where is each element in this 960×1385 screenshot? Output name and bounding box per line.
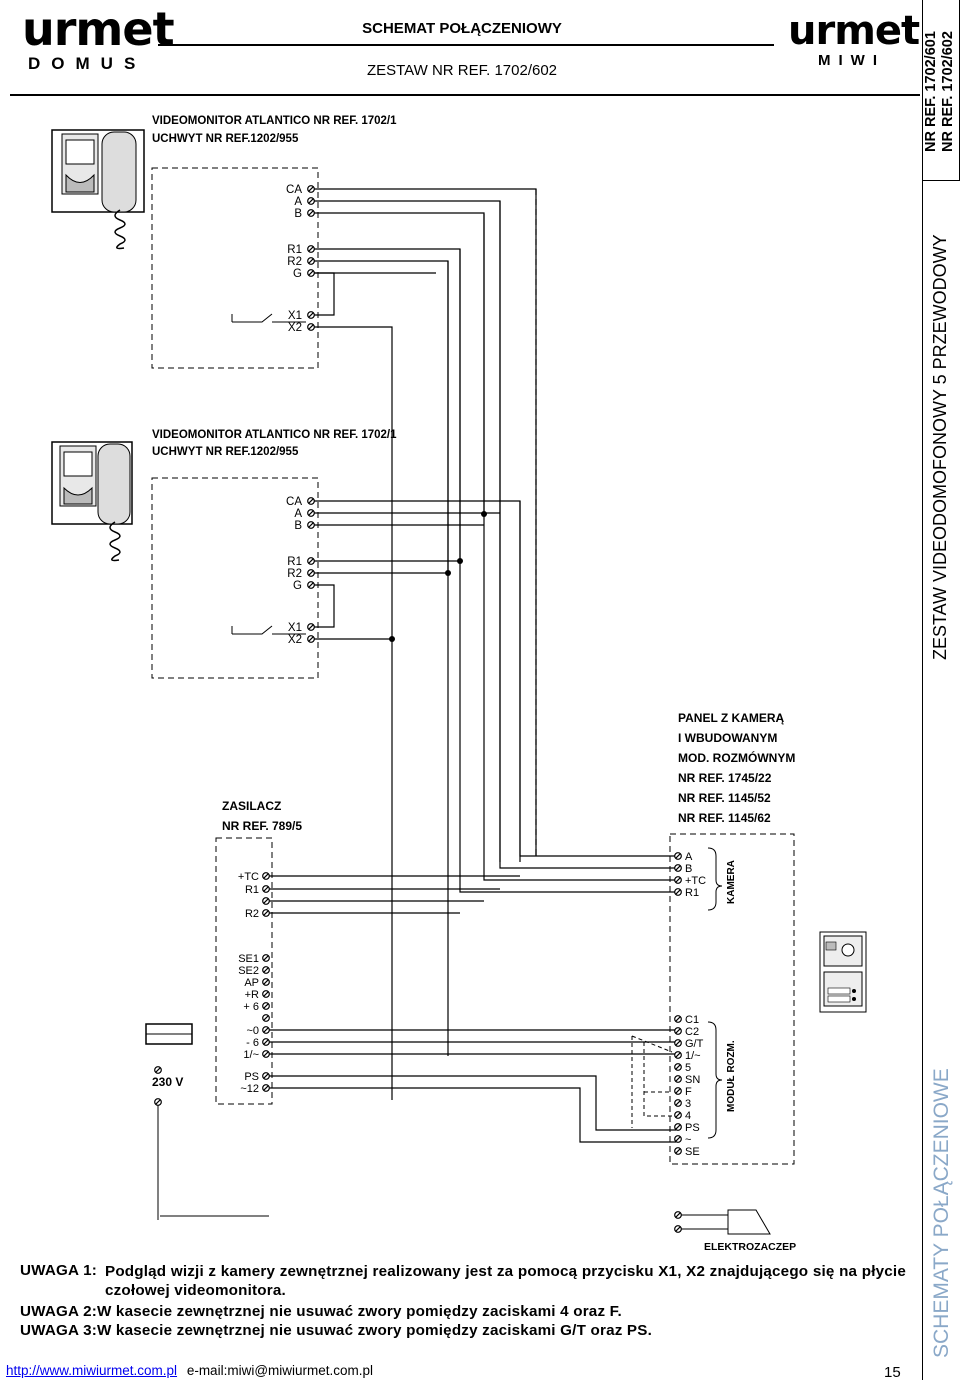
psu-term-se1: SE1 <box>238 953 259 965</box>
header-rule-top <box>158 44 774 46</box>
m1-term-r1: R1 <box>287 244 302 256</box>
m1-term-r2: R2 <box>287 256 302 268</box>
cam-term-b: B <box>685 863 692 875</box>
psu-term-12: ~12 <box>240 1083 259 1095</box>
mod-term-gt: G/T <box>685 1038 704 1050</box>
m2-term-b: B <box>294 520 302 532</box>
mains-label: 230 V <box>152 1075 183 1089</box>
cam-term-a: A <box>685 851 693 863</box>
mod-term-ps: PS <box>685 1122 700 1134</box>
m1-term-x1: X1 <box>288 310 302 322</box>
psu-term-tc: +TC <box>238 871 259 883</box>
psu-term-r: +R <box>245 989 259 1001</box>
psu-term-6m: - 6 <box>246 1037 259 1049</box>
psu-title: ZASILACZ <box>222 799 281 813</box>
mod-term-c1: C1 <box>685 1014 699 1026</box>
note3: UWAGA 3:W kasecie zewnętrznej nie usuwać… <box>20 1322 653 1339</box>
m2-term-r2: R2 <box>287 568 302 580</box>
monitor-1-title: VIDEOMONITOR ATLANTICO NR REF. 1702/1 <box>152 115 397 127</box>
m2-term-g: G <box>293 580 302 592</box>
videomonitor-2-icon <box>51 441 133 562</box>
cam-term-tc: +TC <box>685 875 706 887</box>
mod-term-tilde: ~ <box>685 1134 691 1146</box>
videomonitor-1-icon <box>51 129 145 250</box>
page-title: SCHEMAT POŁĄCZENIOWY <box>362 20 562 37</box>
module-label: MODUŁ ROZM. <box>726 1040 737 1112</box>
m2-term-ca: CA <box>286 496 302 508</box>
side-divider <box>922 180 923 1380</box>
m1-term-b: B <box>294 208 302 220</box>
m1-term-g: G <box>293 268 302 280</box>
psu-ref: NR REF. 789/5 <box>222 819 302 833</box>
footer-url-link[interactable]: http://www.miwiurmet.com.pl <box>6 1363 178 1378</box>
side-set-name: ZESTAW VIDEODOMOFONOWY 5 PRZEWODOWY <box>930 234 950 660</box>
cam-term-r1: R1 <box>685 887 699 899</box>
panel-title-5: NR REF. 1145/52 <box>678 791 771 805</box>
m1-term-ca: CA <box>286 184 302 196</box>
m2-term-a: A <box>294 508 302 520</box>
psu-term-1: 1/~ <box>243 1049 259 1061</box>
m2-term-x1: X1 <box>288 622 302 634</box>
mod-term-sn: SN <box>685 1074 700 1086</box>
logo-right-sub: MIWI <box>818 52 885 69</box>
panel-title-2: I WBUDOWANYM <box>678 731 777 745</box>
mod-term-c2: C2 <box>685 1026 699 1038</box>
psu-term-ps: PS <box>244 1071 259 1083</box>
psu-term-r2: R2 <box>245 908 259 920</box>
m2-term-r1: R1 <box>287 556 302 568</box>
mod-term-f: F <box>685 1086 692 1098</box>
panel-title-3: MOD. ROZMÓWNYM <box>678 750 795 765</box>
mod-term-4: 4 <box>685 1110 691 1122</box>
note2: UWAGA 2:W kasecie zewnętrznej nie usuwać… <box>20 1303 622 1320</box>
lock-label: ELEKTROZACZEP <box>704 1241 796 1253</box>
mod-term-3: 3 <box>685 1098 691 1110</box>
m2-term-x2: X2 <box>288 634 302 646</box>
monitor-2-bracket: UCHWYT NR REF.1202/955 <box>152 446 299 458</box>
panel-title-1: PANEL Z KAMERĄ <box>678 711 785 725</box>
psu-term-6p: + 6 <box>243 1001 259 1013</box>
monitor-2-title: VIDEOMONITOR ATLANTICO NR REF. 1702/1 <box>152 429 397 441</box>
side-section: SCHEMATY POŁĄCZENIOWE <box>930 1068 953 1358</box>
psu-term-se2: SE2 <box>238 965 259 977</box>
note1-label: UWAGA 1: <box>20 1262 97 1279</box>
monitor-1-bracket: UCHWYT NR REF.1202/955 <box>152 133 299 145</box>
note1-text: Podgląd wizji z kamery zewnętrznej reali… <box>104 1263 906 1299</box>
wiring-diagram: VIDEOMONITOR ATLANTICO NR REF. 1702/1 UC… <box>51 115 867 1253</box>
page-subtitle: ZESTAW NR REF. 1702/602 <box>366 62 558 79</box>
panel-title-4: NR REF. 1745/22 <box>678 771 772 785</box>
psu-term-0: ~0 <box>246 1025 259 1037</box>
psu-term-r1: R1 <box>245 884 259 896</box>
camera-label: KAMERA <box>726 860 737 904</box>
logo-left-sub: DOMUS <box>28 54 147 73</box>
panel-title-6: NR REF. 1145/62 <box>678 811 771 825</box>
page-number: 15 <box>884 1364 901 1381</box>
m1-term-x2: X2 <box>288 322 302 334</box>
mod-term-5: 5 <box>685 1062 691 1074</box>
door-panel-icon <box>819 931 867 1013</box>
mod-term-1: 1/~ <box>685 1050 701 1062</box>
footer: http://www.miwiurmet.com.pl e-mail:miwi@… <box>6 1363 373 1378</box>
psu-term-ap: AP <box>244 977 259 989</box>
footer-email: e-mail:miwi@miwiurmet.com.pl <box>186 1363 374 1378</box>
side-ref-box <box>922 0 960 181</box>
notes: UWAGA 1: Podgląd wizji z kamery zewnętrz… <box>20 1262 906 1341</box>
m1-term-a: A <box>294 196 302 208</box>
mod-term-se: SE <box>685 1146 700 1158</box>
header-rule-bottom <box>10 94 920 96</box>
